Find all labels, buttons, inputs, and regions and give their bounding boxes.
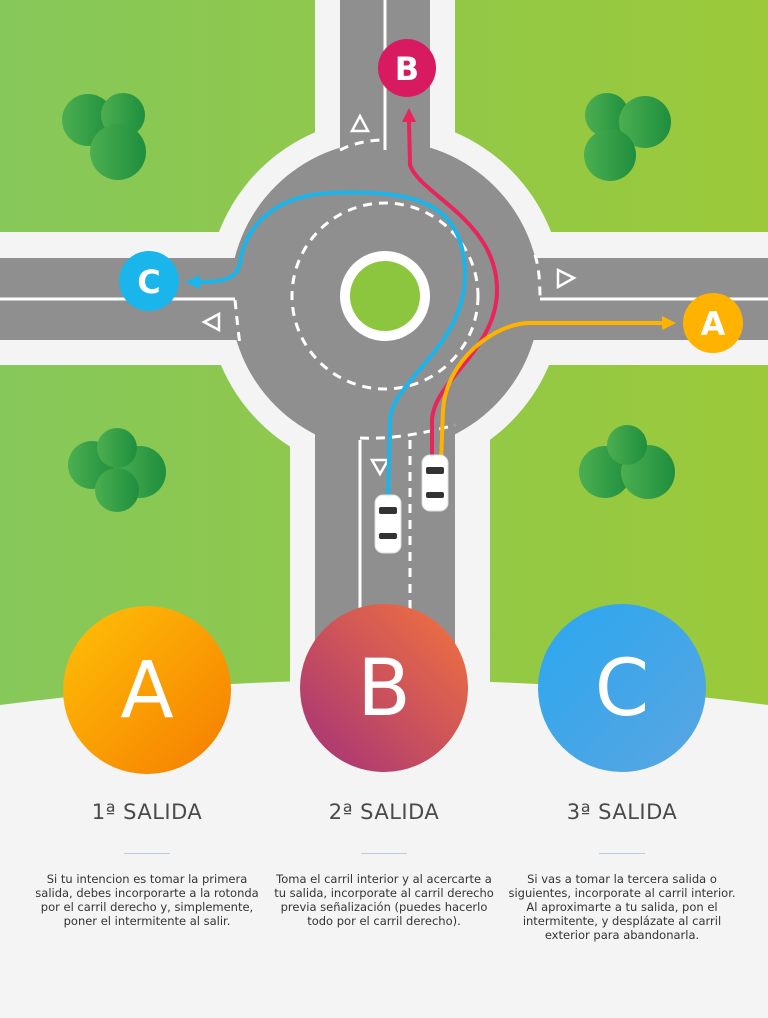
- option-title: 1ª SALIDA: [91, 800, 203, 824]
- yield-triangle-icon: [201, 311, 221, 333]
- badge-c: C: [538, 604, 706, 772]
- route-c: [198, 190, 468, 502]
- central-island: [350, 261, 420, 331]
- arrow-b-icon: [402, 108, 416, 122]
- lane-markings: [0, 0, 768, 720]
- badge-a: A: [63, 606, 231, 774]
- yield-triangle-icon: [349, 113, 371, 133]
- badge-a-label: A: [120, 646, 173, 736]
- marker-b: B: [378, 39, 436, 97]
- divider: [361, 853, 407, 854]
- routes: [198, 120, 664, 502]
- arrow-a-icon: [662, 316, 676, 330]
- info-panel: [0, 680, 768, 1018]
- marker-c: C: [119, 251, 179, 311]
- marker-a-label: A: [701, 305, 726, 343]
- divider: [599, 853, 645, 854]
- option-third-exit: 3ª SALIDA Si vas a tomar la tercera sali…: [507, 800, 737, 942]
- option-description: Toma el carril interior y al acercarte a…: [274, 872, 494, 928]
- badge-c-label: C: [595, 644, 649, 734]
- marker-a: A: [683, 293, 743, 353]
- tree-icon: [68, 428, 166, 512]
- tree-icon: [579, 425, 675, 499]
- tree-icon: [584, 93, 671, 181]
- yield-triangle-icon: [369, 458, 391, 477]
- car-icon: [421, 454, 449, 512]
- option-title: 3ª SALIDA: [566, 800, 678, 824]
- arrow-c-icon: [185, 275, 200, 289]
- trees: [62, 93, 675, 512]
- yield-triangle-icon: [556, 267, 577, 290]
- option-description: Si tu intencion es tomar la primera sali…: [35, 872, 259, 928]
- car-icon: [374, 494, 402, 554]
- option-first-exit: 1ª SALIDA Si tu intencion es tomar la pr…: [32, 800, 262, 928]
- option-description: Si vas a tomar la tercera salida o sigui…: [508, 872, 736, 942]
- divider: [124, 853, 170, 854]
- yield-triangles: [201, 113, 577, 477]
- tree-icon: [62, 93, 146, 180]
- route-a: [439, 321, 664, 464]
- marker-c-label: C: [137, 263, 160, 301]
- option-second-exit: 2ª SALIDA Toma el carril interior y al a…: [269, 800, 499, 928]
- option-title: 2ª SALIDA: [328, 800, 440, 824]
- marker-b-label: B: [395, 50, 419, 88]
- badge-b-label: B: [357, 644, 411, 734]
- route-b: [407, 120, 500, 464]
- badge-b: B: [300, 604, 468, 772]
